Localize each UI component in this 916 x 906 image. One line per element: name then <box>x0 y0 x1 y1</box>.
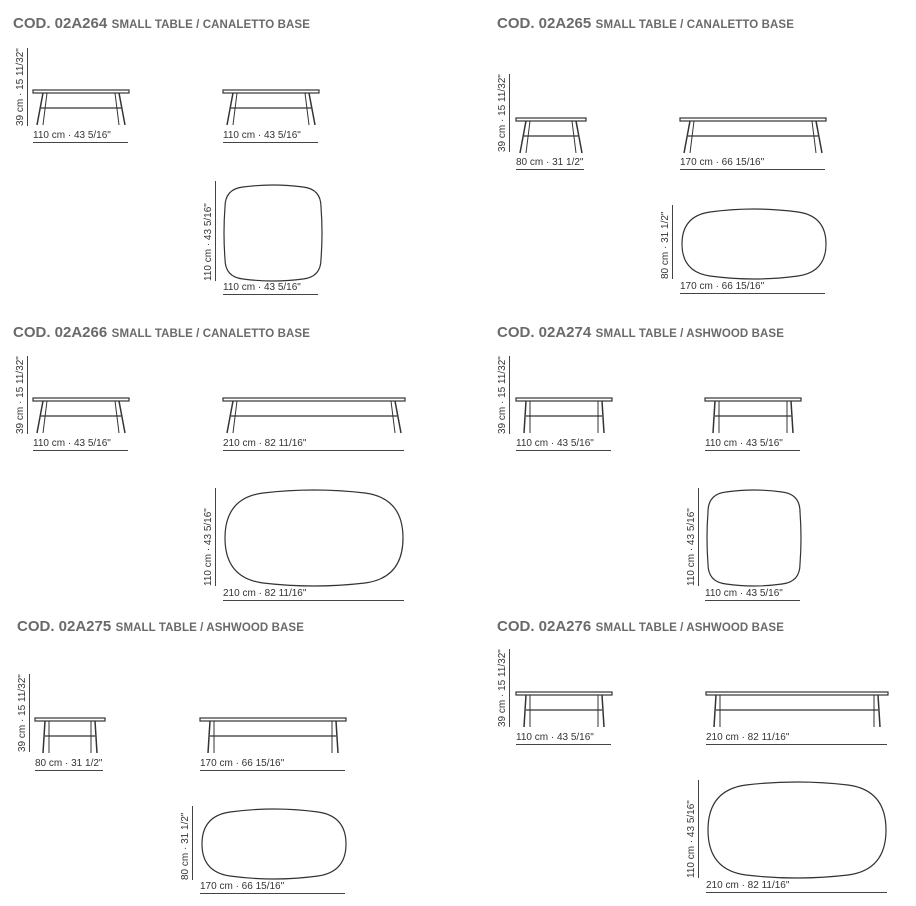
top-view-outline <box>706 489 802 587</box>
section-title: COD. 02A276 SMALL TABLE / ASHWOOD BASE <box>497 618 784 636</box>
top-width-dimension: 110 cm · 43 5/16" <box>686 780 699 878</box>
section-title: COD. 02A264 SMALL TABLE / CANALETTO BASE <box>13 15 310 33</box>
top-length-dimension: 170 cm · 66 15/16" <box>680 281 825 294</box>
top-length-dimension: 170 cm · 66 15/16" <box>200 881 345 894</box>
product-code: COD. 02A275 <box>17 618 112 635</box>
side-view-drawing <box>679 117 827 154</box>
side-length-dimension: 210 cm · 82 11/16" <box>706 732 887 745</box>
front-width-dimension: 110 cm · 43 5/16" <box>516 732 611 745</box>
side-view-drawing <box>222 89 320 126</box>
top-length-dimension: 110 cm · 43 5/16" <box>705 588 800 601</box>
top-length-dimension: 210 cm · 82 11/16" <box>706 880 887 893</box>
height-dimension: 39 cm · 15 11/32" <box>497 649 510 727</box>
top-view-outline <box>707 781 887 879</box>
side-length-dimension: 110 cm · 43 5/16" <box>705 438 800 451</box>
front-view-drawing <box>34 717 106 754</box>
front-view-drawing <box>515 397 613 434</box>
top-view-outline <box>201 808 347 880</box>
product-description: SMALL TABLE / CANALETTO BASE <box>111 328 310 340</box>
product-description: SMALL TABLE / ASHWOOD BASE <box>595 622 784 634</box>
product-description: SMALL TABLE / ASHWOOD BASE <box>115 622 304 634</box>
section-title: COD. 02A265 SMALL TABLE / CANALETTO BASE <box>497 15 794 33</box>
product-description: SMALL TABLE / CANALETTO BASE <box>595 19 794 31</box>
product-code: COD. 02A274 <box>497 324 592 341</box>
front-width-dimension: 110 cm · 43 5/16" <box>33 438 128 451</box>
front-view-drawing <box>32 397 130 434</box>
top-width-dimension: 110 cm · 43 5/16" <box>203 181 216 281</box>
side-view-drawing <box>704 397 802 434</box>
top-length-dimension: 210 cm · 82 11/16" <box>223 588 404 601</box>
front-width-dimension: 80 cm · 31 1/2" <box>35 758 103 771</box>
front-view-drawing <box>32 89 130 126</box>
height-dimension: 39 cm · 15 11/32" <box>497 74 510 152</box>
top-width-dimension: 80 cm · 31 1/2" <box>660 205 673 279</box>
side-view-drawing <box>705 691 889 728</box>
section-title: COD. 02A275 SMALL TABLE / ASHWOOD BASE <box>17 618 304 636</box>
top-width-dimension: 110 cm · 43 5/16" <box>686 488 699 586</box>
product-description: SMALL TABLE / CANALETTO BASE <box>111 19 310 31</box>
product-code: COD. 02A264 <box>13 15 108 32</box>
height-dimension: 39 cm · 15 11/32" <box>15 356 28 434</box>
top-width-dimension: 110 cm · 43 5/16" <box>203 488 216 586</box>
top-view-outline <box>681 208 827 280</box>
side-length-dimension: 110 cm · 43 5/16" <box>223 130 318 143</box>
height-dimension: 39 cm · 15 11/32" <box>15 48 28 126</box>
front-view-drawing <box>515 691 613 728</box>
side-length-dimension: 170 cm · 66 15/16" <box>680 157 825 170</box>
height-dimension: 39 cm · 15 11/32" <box>17 674 30 752</box>
top-width-dimension: 80 cm · 31 1/2" <box>180 806 193 880</box>
height-dimension: 39 cm · 15 11/32" <box>497 356 510 434</box>
front-width-dimension: 80 cm · 31 1/2" <box>516 157 584 170</box>
product-code: COD. 02A266 <box>13 324 108 341</box>
product-description: SMALL TABLE / ASHWOOD BASE <box>595 328 784 340</box>
top-length-dimension: 110 cm · 43 5/16" <box>223 282 318 295</box>
top-view-outline <box>223 184 323 282</box>
side-length-dimension: 210 cm · 82 11/16" <box>223 438 404 451</box>
top-view-outline <box>224 489 404 587</box>
product-code: COD. 02A276 <box>497 618 592 635</box>
section-title: COD. 02A266 SMALL TABLE / CANALETTO BASE <box>13 324 310 342</box>
front-width-dimension: 110 cm · 43 5/16" <box>33 130 128 143</box>
product-code: COD. 02A265 <box>497 15 592 32</box>
side-view-drawing <box>222 397 406 434</box>
section-title: COD. 02A274 SMALL TABLE / ASHWOOD BASE <box>497 324 784 342</box>
front-width-dimension: 110 cm · 43 5/16" <box>516 438 611 451</box>
side-view-drawing <box>199 717 347 754</box>
side-length-dimension: 170 cm · 66 15/16" <box>200 758 345 771</box>
front-view-drawing <box>515 117 587 154</box>
